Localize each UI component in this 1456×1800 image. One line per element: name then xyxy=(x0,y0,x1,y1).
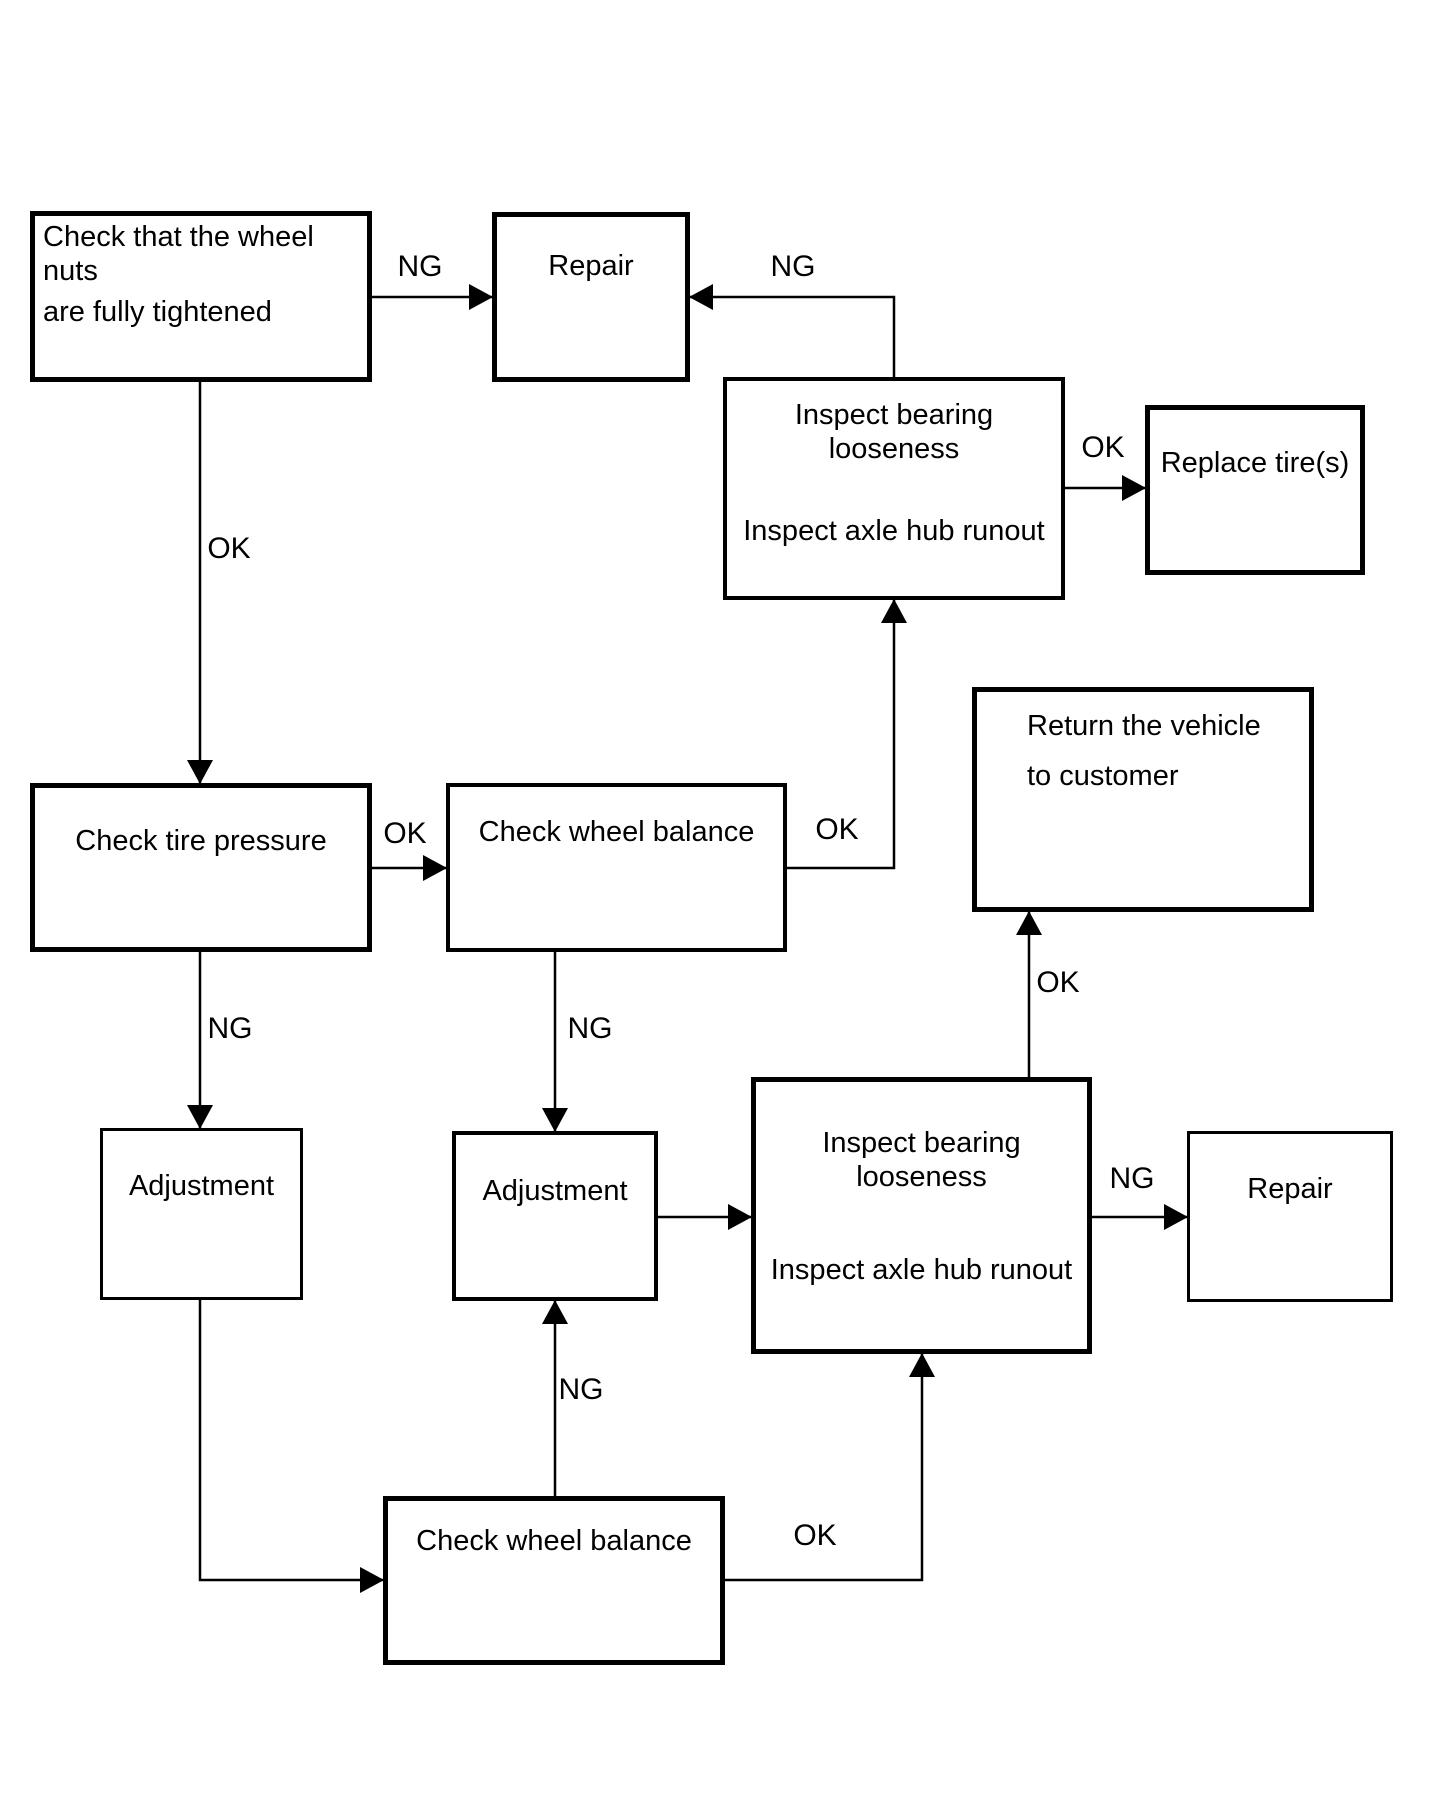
edge-label-ok: OK xyxy=(207,532,251,565)
edge-label-ng: NG xyxy=(567,1012,613,1045)
edge-label-ng: NG xyxy=(1109,1162,1155,1195)
node-adjustment-mid: Adjustment xyxy=(452,1131,658,1301)
node-label: Check wheel balance xyxy=(478,816,755,848)
node-label: to customer xyxy=(1027,760,1179,792)
node-label: Inspect axle hub runout xyxy=(770,1254,1073,1286)
node-label: Check that the wheel nuts xyxy=(43,221,314,287)
node-replace-tires: Replace tire(s) xyxy=(1145,405,1365,575)
connector-balance-to-inspect xyxy=(787,599,907,870)
edge-label-ng: NG xyxy=(558,1373,604,1406)
connector-inspect-to-repair xyxy=(689,284,896,377)
node-check-wheel-balance-bottom: Check wheel balance xyxy=(383,1496,725,1665)
node-label: Check tire pressure xyxy=(75,825,327,857)
edge-label-ng: NG xyxy=(207,1012,253,1045)
edge-label-ok: OK xyxy=(815,813,859,846)
node-label: Adjustment xyxy=(128,1170,275,1202)
node-check-tire-pressure: Check tire pressure xyxy=(30,783,372,952)
node-check-wheel-balance-mid: Check wheel balance xyxy=(446,783,787,952)
node-label: Check wheel balance xyxy=(416,1525,692,1557)
edge-label-ok: OK xyxy=(383,817,427,850)
edge-label-ok: OK xyxy=(1081,431,1125,464)
node-adjustment-left: Adjustment xyxy=(100,1128,303,1300)
connector-balance2-to-inspect2 xyxy=(725,1353,935,1582)
node-label: Inspect bearing looseness xyxy=(822,1127,1021,1193)
node-label: Inspect bearing looseness xyxy=(794,399,994,465)
node-inspect-bearing-top: Inspect bearing looseness Inspect axle h… xyxy=(723,377,1065,600)
node-label: Adjustment xyxy=(482,1175,628,1207)
node-check-wheel-nuts: Check that the wheel nuts are fully tigh… xyxy=(30,211,372,382)
edge-label-ng: NG xyxy=(770,250,816,283)
node-label: are fully tightened xyxy=(43,296,272,328)
node-repair-bottom: Repair xyxy=(1187,1131,1393,1302)
node-label: Replace tire(s) xyxy=(1160,447,1350,479)
edge-label-ng: NG xyxy=(397,250,443,283)
node-label: Return the vehicle xyxy=(1027,710,1261,742)
edge-label-ok: OK xyxy=(1036,966,1080,999)
edge-label-ok: OK xyxy=(793,1519,837,1552)
connector-adjust-to-balance2 xyxy=(198,1300,384,1593)
node-repair-top: Repair xyxy=(492,212,690,382)
node-return-vehicle: Return the vehicle to customer xyxy=(972,687,1314,912)
node-inspect-bearing-bottom: Inspect bearing looseness Inspect axle h… xyxy=(751,1077,1092,1354)
node-label: Repair xyxy=(548,250,634,282)
node-label: Repair xyxy=(1247,1173,1333,1205)
node-label: Inspect axle hub runout xyxy=(743,515,1045,547)
